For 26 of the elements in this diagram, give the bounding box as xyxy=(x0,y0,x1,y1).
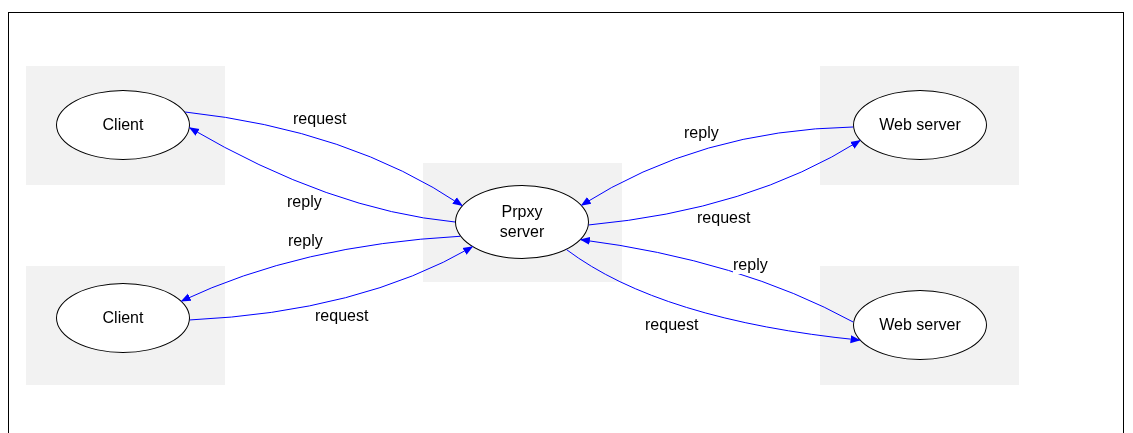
edge-label: reply xyxy=(684,124,719,142)
ellipse-node: Web server xyxy=(853,90,987,160)
ellipse-node: Client xyxy=(56,283,190,353)
edge-label: request xyxy=(645,316,699,334)
ellipse-node: Client xyxy=(56,90,190,160)
edge-label: request xyxy=(315,307,369,325)
edge-label: request xyxy=(697,209,751,227)
edge-label: reply xyxy=(733,256,768,274)
edge-label: reply xyxy=(288,232,323,250)
ellipse-node: Web server xyxy=(853,290,987,360)
background-panel xyxy=(820,266,1019,385)
arrow xyxy=(566,249,861,344)
ellipse-node: Prpxy server xyxy=(455,185,589,259)
arrow xyxy=(588,140,861,226)
arrow xyxy=(188,127,456,223)
background-panel xyxy=(26,266,225,385)
arrow xyxy=(189,246,474,321)
arrow xyxy=(580,126,854,206)
arrow xyxy=(180,235,461,302)
arrow xyxy=(184,111,463,207)
background-panel xyxy=(820,66,1019,185)
edge-label: request xyxy=(293,110,347,128)
background-panel xyxy=(423,163,622,282)
background-panel xyxy=(26,66,225,185)
arrow xyxy=(579,236,854,323)
edge-label: reply xyxy=(287,193,322,211)
